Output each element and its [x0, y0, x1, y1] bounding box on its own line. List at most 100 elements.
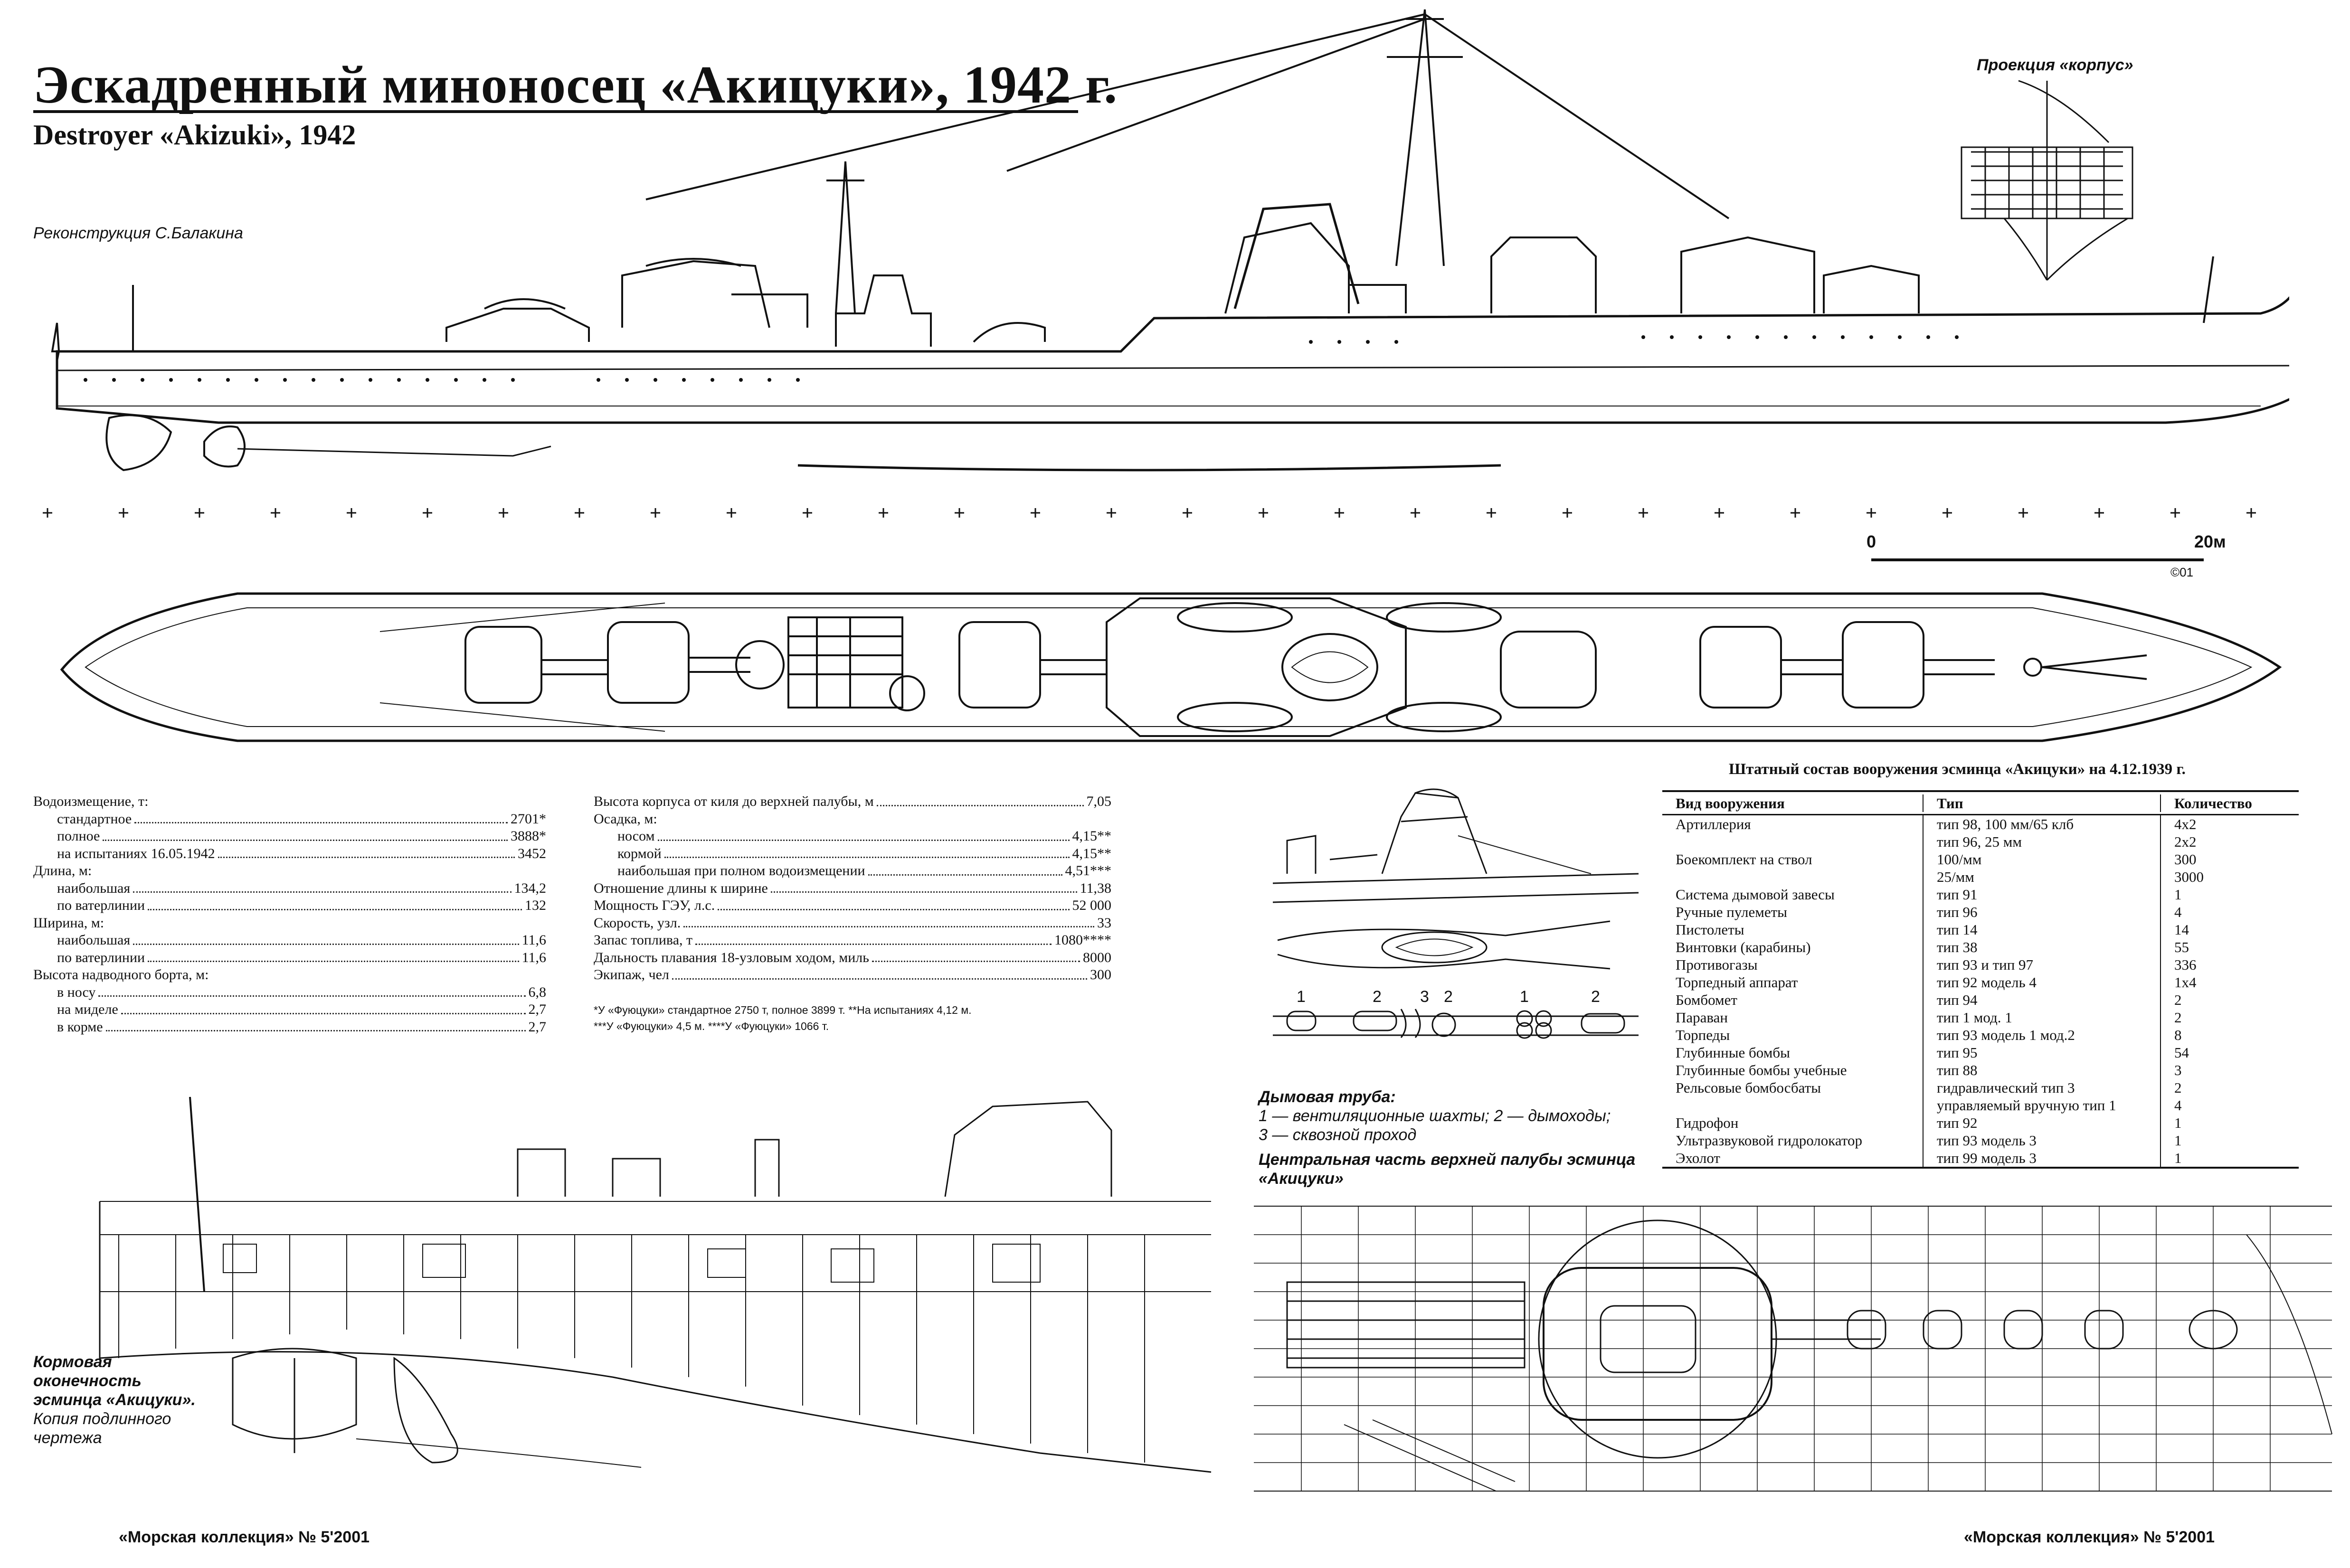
armament-kind-cell: Артиллерия: [1662, 815, 1924, 833]
armament-kind-cell: Ультразвуковой гидролокатор: [1662, 1132, 1924, 1149]
armament-type-cell: тип 93 модель 1 мод.2: [1924, 1026, 2161, 1044]
funnel-num-1b: 1: [1520, 988, 1529, 1006]
scale-start: 0: [1867, 532, 1876, 551]
frame-marks: [43, 508, 2256, 518]
armament-qty-cell: 300: [2174, 851, 2197, 868]
armament-qty-cell: 2: [2174, 1079, 2182, 1096]
armament-qty-cell: 3: [2174, 1062, 2182, 1078]
armament-type-cell: тип 91: [1924, 886, 2161, 903]
armament-table: Вид вооружения Тип Количество Артиллерия…: [1662, 790, 2299, 1169]
armament-type-cell: управляемый вручную тип 1: [1924, 1096, 2161, 1114]
armament-qty-cell: 336: [2174, 956, 2197, 973]
armament-type-cell: тип 96: [1924, 903, 2161, 921]
funnel-caption-line1: 1 — вентиляционные шахты; 2 — дымоходы;: [1259, 1107, 1611, 1125]
armament-qty-cell: 4: [2174, 904, 2182, 920]
armament-qty-cell: 1: [2174, 1132, 2182, 1149]
armament-type-cell: гидравлический тип 3: [1924, 1079, 2161, 1096]
armament-kind-cell: Глубинные бомбы учебные: [1662, 1061, 1924, 1079]
stern-caption: Кормовая оконечность эсминца «Акицуки». …: [33, 1352, 252, 1447]
armament-kind-cell: [1662, 868, 1924, 886]
armament-type-cell: тип 92 модель 4: [1924, 973, 2161, 991]
armament-type-cell: тип 99 модель 3: [1924, 1149, 2161, 1167]
stern-caption-line5: чертежа: [33, 1429, 102, 1447]
spec-heading: Осадка, м:: [594, 811, 657, 827]
stern-caption-line4: Копия подлинного: [33, 1410, 171, 1428]
spec-heading: Длина, м:: [33, 863, 92, 878]
armament-kind-cell: Ручные пулеметы: [1662, 903, 1924, 921]
armament-col-kind: Вид вооружения: [1662, 794, 1924, 812]
spec-heading: Водоизмещение, т:: [33, 793, 149, 809]
armament-kind-cell: Эхолот: [1662, 1149, 1924, 1167]
page-subtitle-en: Destroyer «Akizuki», 1942: [33, 119, 356, 151]
armament-type-cell: тип 95: [1924, 1044, 2161, 1061]
funnel-num-2c: 2: [1591, 988, 1600, 1006]
title-underline: [33, 110, 1078, 113]
stern-caption-line1: Кормовая: [33, 1353, 112, 1371]
spec-row: Мощность ГЭУ, л.с.52 000: [594, 897, 1111, 913]
armament-type-cell: тип 1 мод. 1: [1924, 1009, 2161, 1026]
spec-row: Дальность плавания 18-узловым ходом, мил…: [594, 949, 1111, 965]
armament-col-type: Тип: [1924, 794, 2161, 812]
footnote: *У «Фуюцуки» стандартное 2750 т, полное …: [594, 1003, 972, 1016]
scale-end: 20м: [2194, 532, 2226, 551]
footer-left: «Морская коллекция» № 5'2001: [119, 1528, 370, 1546]
armament-type-cell: 100/мм: [1924, 850, 2161, 868]
armament-qty-cell: 8: [2174, 1027, 2182, 1043]
armament-qty-cell: 14: [2174, 921, 2189, 938]
specs-right-block: Высота корпуса от киля до верхней палубы…: [594, 793, 1111, 1034]
armament-qty-cell: 2: [2174, 1009, 2182, 1026]
reconstruction-credit: Реконструкция С.Балакина: [33, 224, 243, 242]
armament-qty-cell: 1x4: [2174, 974, 2197, 991]
armament-qty-cell: 4: [2174, 1097, 2182, 1114]
armament-row: управляемый вручную тип 1 4: [1662, 1096, 2299, 1114]
spec-heading: Ширина, м:: [33, 915, 104, 931]
footnote: ***У «Фуюцуки» 4,5 м. ****У «Фуюцуки» 10…: [594, 1020, 829, 1032]
armament-kind-cell: Рельсовые бомбосбаты: [1662, 1079, 1924, 1096]
armament-kind-cell: Пистолеты: [1662, 921, 1924, 938]
funnel-num-2a: 2: [1373, 988, 1382, 1006]
armament-qty-cell: 2: [2174, 992, 2182, 1008]
armament-kind-cell: [1662, 833, 1924, 850]
armament-col-qty: Количество: [2174, 794, 2252, 812]
armament-type-cell: тип 96, 25 мм: [1924, 833, 2161, 850]
ship-plan-view: [60, 592, 2282, 742]
armament-kind-cell: Глубинные бомбы: [1662, 1044, 1924, 1061]
armament-type-cell: тип 14: [1924, 921, 2161, 938]
funnel-caption: Дымовая труба: 1 — вентиляционные шахты;…: [1259, 1087, 1658, 1188]
spec-row: Скорость, узл.33: [594, 915, 1111, 931]
armament-kind-cell: Параван: [1662, 1009, 1924, 1026]
footer-right: «Морская коллекция» № 5'2001: [1964, 1528, 2215, 1546]
scale-bar: 0 20м ©01: [1867, 532, 2226, 579]
armament-qty-cell: 3000: [2174, 869, 2204, 885]
armament-kind-cell: Торпедный аппарат: [1662, 973, 1924, 991]
central-deck-drawing: [1254, 1206, 2332, 1492]
central-deck-caption-line2: «Акицуки»: [1259, 1170, 1344, 1188]
armament-qty-cell: 55: [2174, 939, 2189, 955]
spec-heading: Высота надводного борта, м:: [33, 967, 209, 982]
